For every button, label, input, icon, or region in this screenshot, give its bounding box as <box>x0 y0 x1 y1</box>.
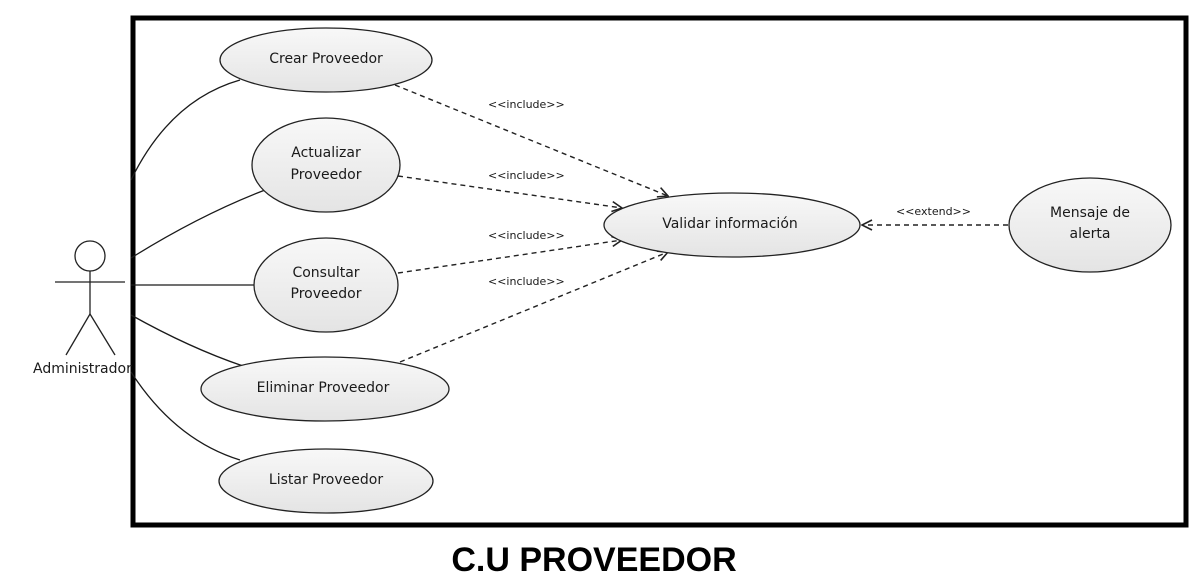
include-label-4: <<include>> <box>488 275 565 288</box>
use-case-label-line1: Consultar <box>292 265 359 281</box>
use-case-validar-informacion: Validar información <box>603 192 861 258</box>
use-case-label-line1: Actualizar <box>291 145 361 161</box>
include-actualizar <box>397 175 622 208</box>
assoc-listar <box>130 371 241 461</box>
assoc-crear <box>130 79 241 181</box>
actor-label: Administrador <box>33 361 132 377</box>
dependencies <box>394 84 1008 363</box>
use-case-label: Listar Proveedor <box>269 472 383 488</box>
use-case-mensaje-de-alerta: Mensaje de alerta <box>1008 177 1172 273</box>
use-case-consultar-proveedor: Consultar Proveedor <box>253 237 399 333</box>
use-case-label-line2: Proveedor <box>291 286 362 302</box>
include-consultar <box>397 240 622 274</box>
use-case-actualizar-proveedor: Actualizar Proveedor <box>251 117 401 213</box>
use-case-eliminar-proveedor: Eliminar Proveedor <box>200 356 450 422</box>
assoc-actualizar <box>130 189 266 259</box>
use-case-label: Crear Proveedor <box>269 51 383 67</box>
include-eliminar <box>399 252 668 363</box>
associations <box>130 79 266 461</box>
extend-label: <<extend>> <box>896 205 971 218</box>
use-case-label: Eliminar Proveedor <box>257 380 390 396</box>
use-case-label-line2: Proveedor <box>291 167 362 183</box>
assoc-eliminar <box>130 314 244 367</box>
actor-administrador <box>55 240 125 356</box>
diagram-title: C.U PROVEEDOR <box>451 541 736 579</box>
include-label-3: <<include>> <box>488 229 565 242</box>
system-boundary <box>130 15 1189 528</box>
use-case-label-line2: alerta <box>1070 226 1111 242</box>
include-label-2: <<include>> <box>488 169 565 182</box>
use-case-crear-proveedor: Crear Proveedor <box>219 27 433 93</box>
include-label-1: <<include>> <box>488 98 565 111</box>
include-crear <box>394 84 668 196</box>
use-case-listar-proveedor: Listar Proveedor <box>218 448 434 514</box>
use-case-label-line1: Mensaje de <box>1050 205 1130 221</box>
use-case-label: Validar información <box>662 216 798 232</box>
